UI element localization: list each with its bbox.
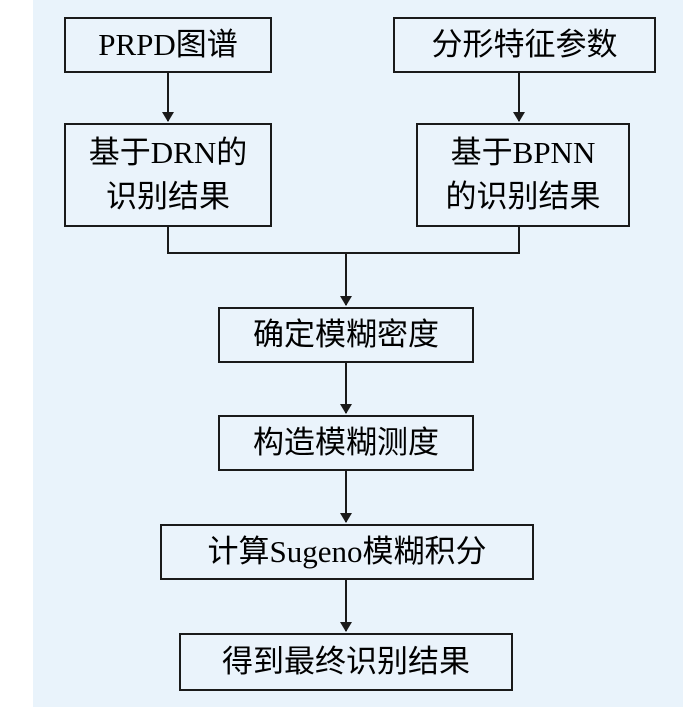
node-final-result: 得到最终识别结果 <box>179 633 513 691</box>
node-drn-result: 基于DRN的 识别结果 <box>64 123 272 227</box>
node-fractal-params: 分形特征参数 <box>393 17 656 73</box>
node-prpd: PRPD图谱 <box>64 17 272 73</box>
node-fuzzy-density: 确定模糊密度 <box>218 307 474 363</box>
node-fuzzy-measure: 构造模糊测度 <box>218 415 474 471</box>
node-fuzzy-density-label: 确定模糊密度 <box>253 317 439 352</box>
node-sugeno-integral-label: 计算Sugeno模糊积分 <box>207 534 487 569</box>
node-drn-result-label: 基于DRN的 识别结果 <box>88 135 248 214</box>
node-fractal-params-label: 分形特征参数 <box>431 27 618 62</box>
node-final-result-label: 得到最终识别结果 <box>222 644 470 679</box>
node-prpd-label: PRPD图谱 <box>98 27 238 62</box>
node-fuzzy-measure-label: 构造模糊测度 <box>253 425 439 460</box>
node-bpnn-result: 基于BPNN 的识别结果 <box>416 123 630 227</box>
merge-line <box>167 227 520 254</box>
node-sugeno-integral: 计算Sugeno模糊积分 <box>160 524 534 580</box>
node-bpnn-result-label: 基于BPNN 的识别结果 <box>445 135 601 214</box>
